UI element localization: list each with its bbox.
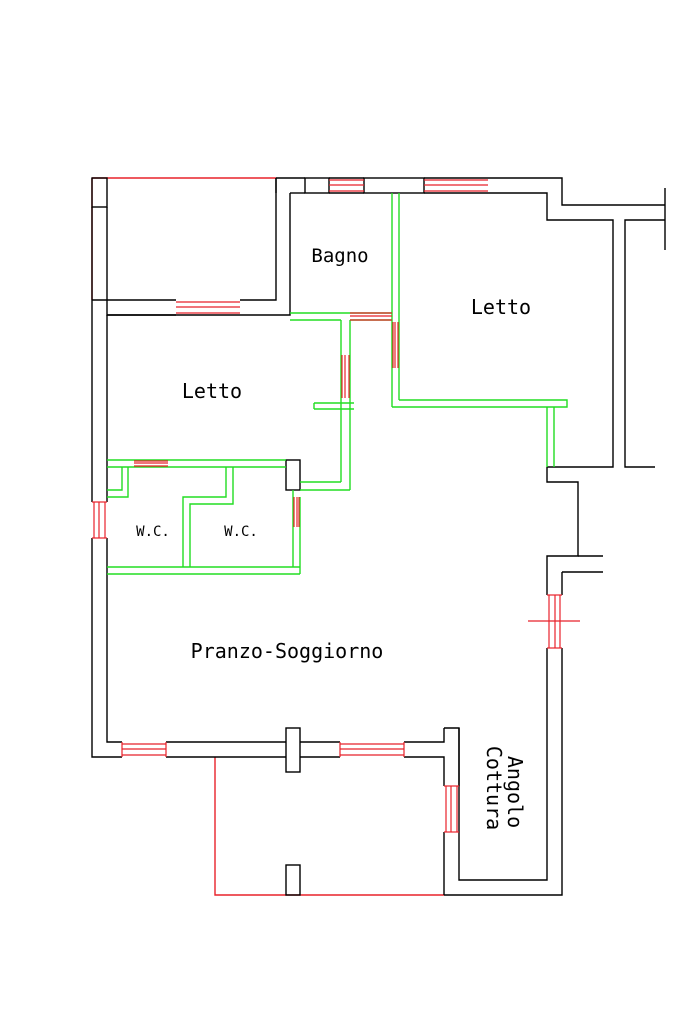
room-label-wc-left: W.C. [136,524,170,540]
room-label-wc-right: W.C. [224,524,258,540]
room-label-angolo: Angolo [503,756,527,828]
room-label-pranzo-soggiorno: Pranzo-Soggiorno [191,639,384,663]
door-wc-left [134,460,168,467]
room-label-letto-left: Letto [182,379,242,403]
window-bottom-2 [339,742,405,757]
window-letto-left [176,301,240,314]
door-letto-right [392,322,399,368]
room-label-bagno: Bagno [311,245,368,267]
window-bottom-1 [121,742,167,757]
door-wc-right [293,497,300,527]
balcony-top-left [91,177,276,300]
windows [92,179,580,833]
room-label-cottura: Cottura [482,746,506,830]
balcony-bottom [214,757,444,896]
door-bagno [350,312,392,321]
window-right [528,594,580,649]
window-top-2 [424,179,488,192]
door-letto-left [341,355,350,398]
doors [134,312,399,527]
exterior-walls [91,177,666,896]
window-left [92,501,107,539]
room-label-letto-right: Letto [471,295,531,319]
partitions [107,193,568,575]
room-label-angolo-cottura: Angolo Cottura [482,746,527,830]
window-top-1 [329,179,364,192]
window-kitchen [444,785,459,833]
